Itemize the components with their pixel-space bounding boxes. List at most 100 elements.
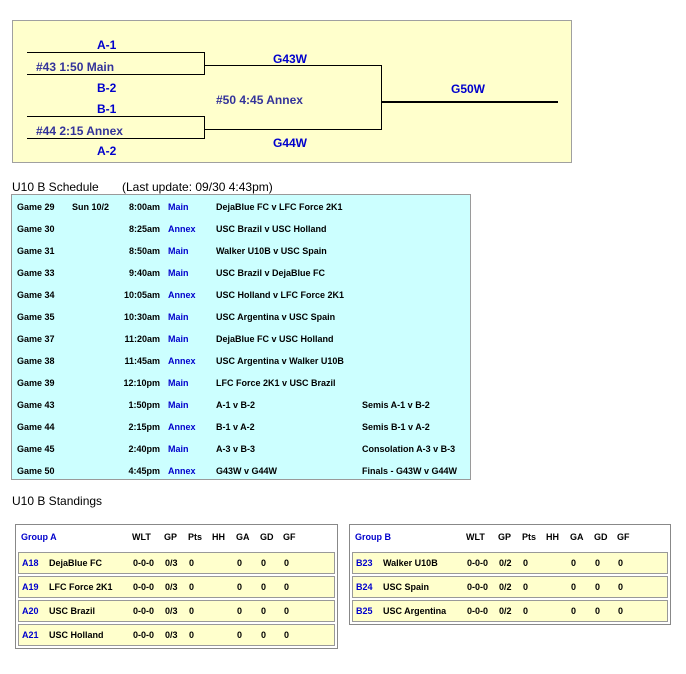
schedule-field: Main xyxy=(168,444,189,454)
schedule-field: Main xyxy=(168,268,189,278)
schedule-matchup: A-3 v B-3 xyxy=(216,444,256,454)
schedule-game-number: Game 45 xyxy=(17,444,55,454)
team-stat-gd: 0 xyxy=(595,606,601,616)
standings-column-header: HH xyxy=(546,532,559,542)
schedule-field: Main xyxy=(168,334,189,344)
team-stat-ga: 0 xyxy=(571,582,577,592)
schedule-time: 8:50am xyxy=(128,246,160,256)
standings-column-header: WLT xyxy=(132,532,151,542)
schedule-game-number: Game 50 xyxy=(17,466,55,476)
schedule-game-number: Game 31 xyxy=(17,246,55,256)
team-stat-gd: 0 xyxy=(261,630,267,640)
schedule-matchup: A-1 v B-2 xyxy=(216,400,256,410)
team-stat-wlt: 0-0-0 xyxy=(467,582,489,592)
bracket-final-top: G43W xyxy=(273,52,308,66)
team-name: USC Argentina xyxy=(383,606,447,616)
standings-column-header: GF xyxy=(617,532,630,542)
bracket-game-44: #44 2:15 Annex xyxy=(36,124,123,138)
schedule-field: Annex xyxy=(168,466,196,476)
schedule-field: Annex xyxy=(168,422,196,432)
standings-column-header: WLT xyxy=(466,532,485,542)
schedule-matchup: B-1 v A-2 xyxy=(216,422,255,432)
schedule-day: Sun 10/2 xyxy=(72,202,110,212)
team-stat-pts: 0 xyxy=(523,558,529,568)
schedule-title: U10 B Schedule xyxy=(12,180,99,194)
team-stat-ga: 0 xyxy=(237,606,243,616)
standings-column-header: GA xyxy=(570,532,584,542)
team-stat-gf: 0 xyxy=(284,558,290,568)
team-code: A18 xyxy=(22,558,39,568)
schedule-field: Annex xyxy=(168,356,196,366)
team-stat-ga: 0 xyxy=(237,558,243,568)
team-code: B24 xyxy=(356,582,373,592)
team-name: Walker U10B xyxy=(383,558,438,568)
bracket-game-43: #43 1:50 Main xyxy=(36,60,115,74)
schedule-game-number: Game 37 xyxy=(17,334,55,344)
team-stat-gd: 0 xyxy=(261,582,267,592)
team-stat-gp: 0/2 xyxy=(499,582,512,592)
standings-column-header: GP xyxy=(498,532,512,542)
schedule-time: 2:15pm xyxy=(128,422,160,432)
team-stat-pts: 0 xyxy=(189,582,195,592)
bracket-seed-b2: B-2 xyxy=(97,81,117,95)
team-stat-gf: 0 xyxy=(284,630,290,640)
schedule-time: 11:20am xyxy=(124,334,160,344)
team-stat-gp: 0/3 xyxy=(165,630,178,640)
schedule-game-number: Game 39 xyxy=(17,378,55,388)
schedule-field: Main xyxy=(168,378,189,388)
team-stat-ga: 0 xyxy=(571,606,577,616)
bracket-game-50: #50 4:45 Annex xyxy=(216,93,303,107)
schedule-field: Main xyxy=(168,400,189,410)
standings-column-header: GP xyxy=(164,532,178,542)
team-stat-gp: 0/3 xyxy=(165,606,178,616)
team-stat-gf: 0 xyxy=(618,606,624,616)
team-stat-wlt: 0-0-0 xyxy=(133,582,155,592)
tournament-bracket: A-1 #43 1:50 Main B-2 B-1 #44 2:15 Annex… xyxy=(12,20,572,163)
team-code: B25 xyxy=(356,606,373,616)
bracket-seed-a2: A-2 xyxy=(97,144,117,158)
team-code: A21 xyxy=(22,630,39,640)
schedule-game-number: Game 29 xyxy=(17,202,55,212)
schedule-matchup: USC Argentina v USC Spain xyxy=(216,312,336,322)
bracket-champion: G50W xyxy=(451,82,486,96)
team-name: USC Spain xyxy=(383,582,430,592)
standings-column-header: Pts xyxy=(522,532,537,542)
schedule-time: 10:30am xyxy=(123,312,160,322)
team-stat-gp: 0/2 xyxy=(499,558,512,568)
bracket-line xyxy=(382,101,558,103)
team-stat-wlt: 0-0-0 xyxy=(133,630,155,640)
schedule-time: 12:10pm xyxy=(123,378,160,388)
bracket-line xyxy=(205,65,382,66)
team-stat-wlt: 0-0-0 xyxy=(467,558,489,568)
schedule-matchup: LFC Force 2K1 v USC Brazil xyxy=(216,378,336,388)
team-code: A19 xyxy=(22,582,39,592)
schedule-matchup: DejaBlue FC v LFC Force 2K1 xyxy=(216,202,343,212)
schedule-time: 11:45am xyxy=(124,356,160,366)
schedule-field: Annex xyxy=(168,224,196,234)
schedule-matchup: USC Brazil v USC Holland xyxy=(216,224,327,234)
schedule-time: 4:45pm xyxy=(128,466,160,476)
team-stat-gf: 0 xyxy=(618,558,624,568)
schedule-note: Finals - G43W v G44W xyxy=(362,466,458,476)
standings-column-header: GD xyxy=(594,532,608,542)
schedule-matchup: USC Brazil v DejaBlue FC xyxy=(216,268,326,278)
team-stat-gf: 0 xyxy=(284,606,290,616)
standings-group-name: Group B xyxy=(355,532,391,542)
team-stat-gp: 0/3 xyxy=(165,558,178,568)
standings-column-header: Pts xyxy=(188,532,203,542)
schedule-field: Main xyxy=(168,202,189,212)
team-stat-gp: 0/2 xyxy=(499,606,512,616)
